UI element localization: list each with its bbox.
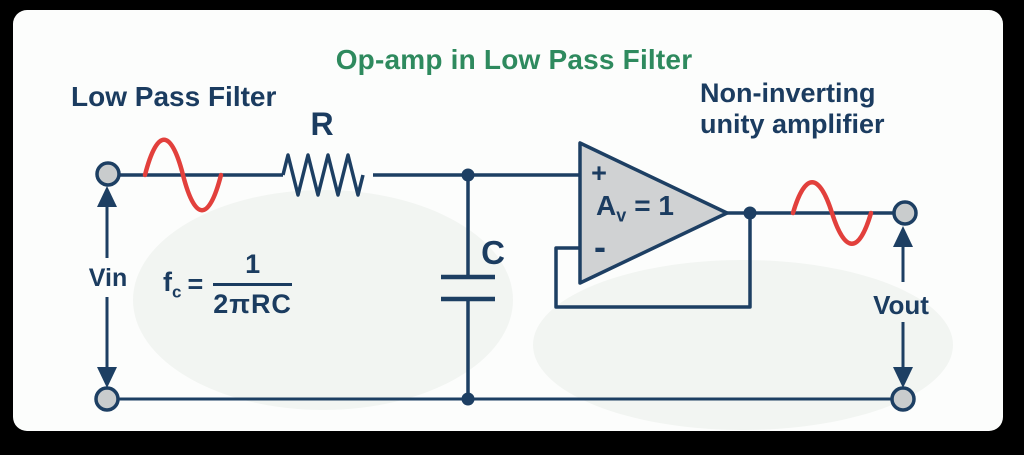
formula-symbol: fc (163, 267, 181, 302)
formula-symbol-subscript: c (172, 282, 182, 302)
formula-numerator: 1 (213, 249, 292, 286)
background-watermark-blob (533, 260, 953, 430)
opamp-gain-base: A (596, 190, 617, 221)
page-title: Op-amp in Low Pass Filter (335, 44, 693, 75)
opamp-inverting-input-label: - (594, 226, 606, 267)
input-section-label: Low Pass Filter (71, 81, 277, 112)
opamp-gain-label: Av = 1 (596, 190, 674, 227)
formula-equals: = (187, 269, 204, 299)
vout-label: Vout (873, 290, 929, 320)
cutoff-frequency-formula: fc = 1 2πRC (163, 249, 292, 320)
capacitor-label: C (481, 234, 505, 271)
formula-fraction: 1 2πRC (213, 249, 292, 320)
vin-label: Vin (88, 264, 128, 292)
output-section-label-line1: Non-inverting (700, 78, 876, 108)
formula-denominator: 2πRC (213, 289, 292, 319)
opamp-noninverting-input-label: + (591, 158, 607, 188)
formula-symbol-base: f (163, 266, 172, 297)
output-section-label-line2: unity amplifier (700, 109, 885, 139)
opamp-gain-subscript: v (616, 205, 627, 226)
opamp-gain-value: = 1 (634, 190, 674, 221)
resistor-label: R (310, 106, 334, 142)
output-section-label: Non-inverting unity amplifier (700, 78, 885, 140)
